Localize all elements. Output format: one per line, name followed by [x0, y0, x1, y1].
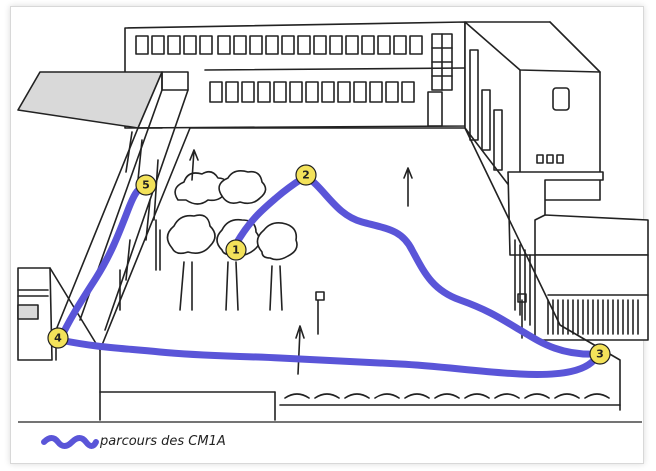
station-marker: 1: [225, 239, 247, 261]
station-label: 4: [54, 332, 62, 345]
station-marker: 5: [135, 174, 157, 196]
trees: [166, 149, 298, 311]
main-building: [124, 21, 466, 129]
station-marker: 2: [295, 164, 317, 186]
station-label: 3: [596, 348, 604, 361]
benches: [279, 393, 621, 406]
covered-area: [17, 71, 189, 361]
legend-route-swatch: [41, 435, 99, 449]
route-path: [56, 172, 602, 378]
station-label: 1: [232, 244, 240, 257]
station-marker: 3: [589, 343, 611, 365]
station-label: 5: [142, 179, 150, 192]
posts: [119, 167, 527, 375]
station-marker: 4: [47, 327, 69, 349]
annex-buildings: [507, 171, 649, 341]
legend-label: parcours des CM1A: [100, 434, 226, 449]
station-label: 2: [302, 169, 310, 182]
